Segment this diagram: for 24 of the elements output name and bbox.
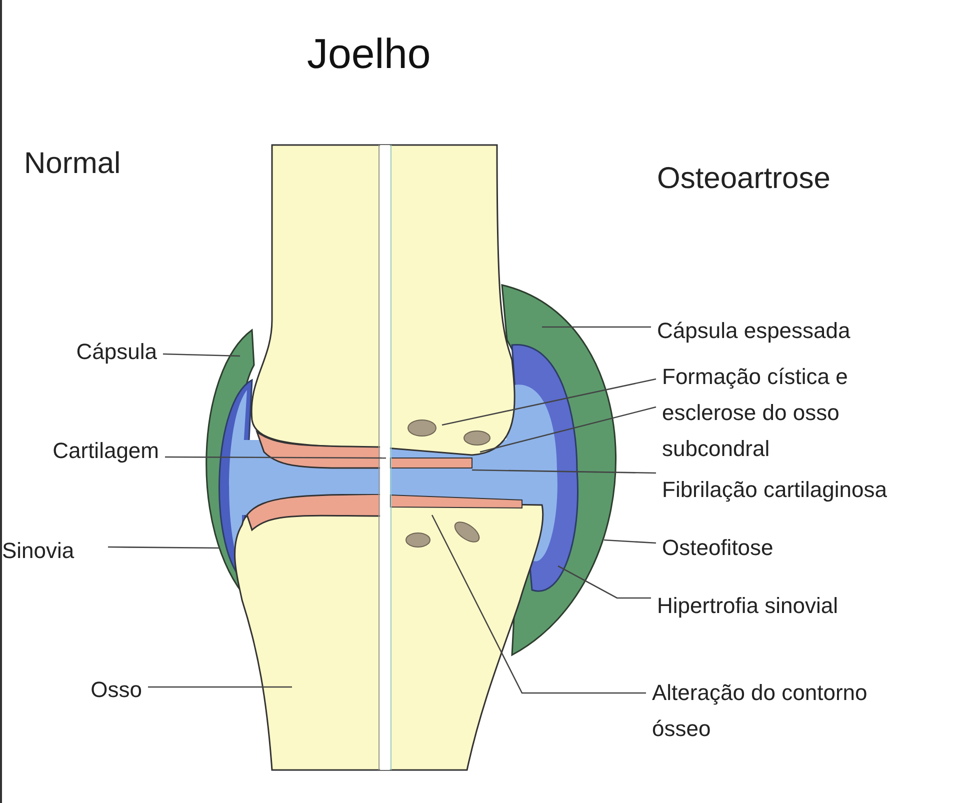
part-label: Osso xyxy=(57,672,142,708)
leader-line xyxy=(162,353,240,357)
leader-line xyxy=(558,565,651,599)
part-label: Hipertrofia sinovial xyxy=(657,588,947,624)
title: Joelho xyxy=(307,29,431,79)
leader-line xyxy=(472,469,656,474)
leader-line xyxy=(108,546,220,549)
leader-line xyxy=(442,378,656,426)
part-label: Cápsula espessada xyxy=(657,313,947,349)
leader-line xyxy=(431,514,646,694)
part-label: Alteração do contorno ósseo xyxy=(652,675,902,747)
part-label: Formação cística e esclerose do osso subcondral xyxy=(662,359,912,467)
leader-line xyxy=(165,456,386,459)
panel-heading: Normal xyxy=(24,146,121,182)
leader-line xyxy=(148,686,292,688)
panel-heading: Osteoartrose xyxy=(657,161,830,197)
part-label: Sinovia xyxy=(2,533,102,569)
leader-line xyxy=(480,406,656,453)
part-label: Fibrilação cartilaginosa xyxy=(662,472,954,508)
part-label: Osteofitose xyxy=(662,530,862,566)
leader-line xyxy=(542,326,651,328)
part-label: Cartilagem xyxy=(17,433,159,469)
leader-line xyxy=(604,539,656,544)
part-label: Cápsula xyxy=(37,334,157,370)
